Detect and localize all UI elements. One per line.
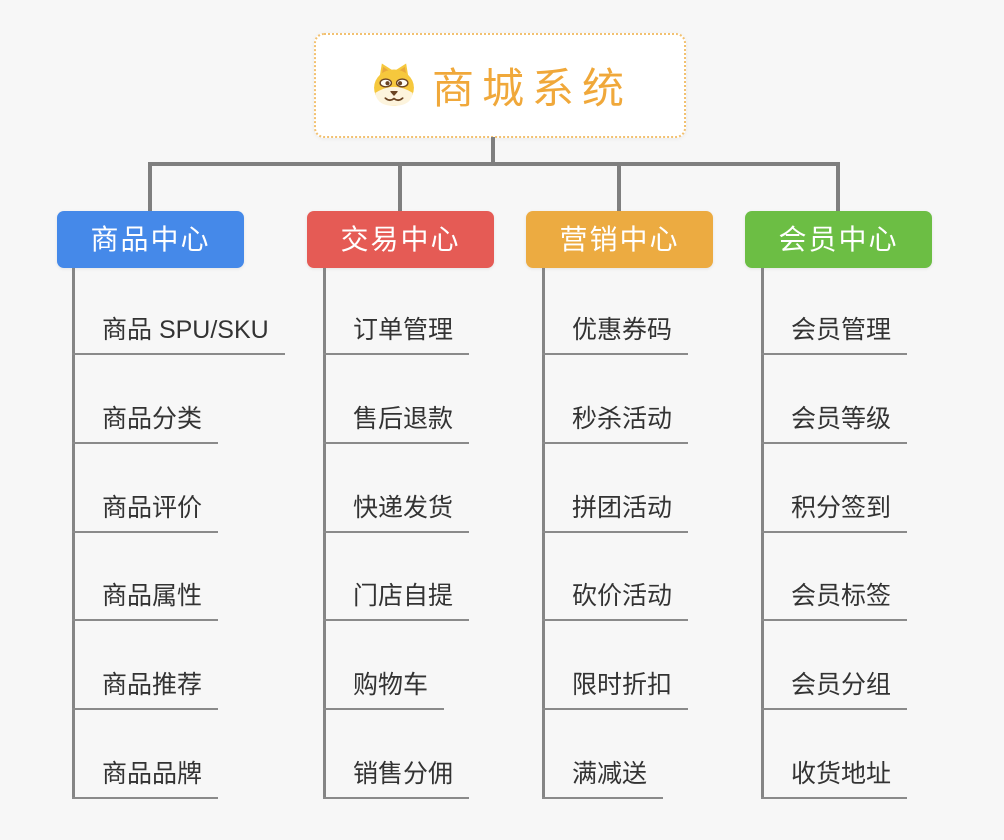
leaf-node[interactable]: 商品推荐 (72, 670, 219, 710)
leaf-node[interactable]: 积分签到 (761, 493, 908, 533)
root-node-mall-system[interactable]: 商城系统 (314, 33, 686, 138)
leaf-node[interactable]: 订单管理 (323, 315, 470, 355)
connector-drop-marketing (617, 164, 621, 211)
connector-column-product (72, 268, 75, 799)
leaf-node[interactable]: 商品 SPU/SKU (72, 315, 285, 355)
leaf-node[interactable]: 会员标签 (761, 581, 908, 621)
leaf-node[interactable]: 优惠券码 (542, 315, 689, 355)
leaf-node[interactable]: 会员等级 (761, 404, 908, 444)
leaf-node[interactable]: 会员管理 (761, 315, 908, 355)
connector-drop-product (148, 164, 152, 211)
branch-member-center[interactable]: 会员中心 (745, 211, 932, 268)
leaf-node[interactable]: 秒杀活动 (542, 404, 689, 444)
leaf-node[interactable]: 收货地址 (761, 759, 908, 799)
root-title: 商城系统 (431, 65, 632, 112)
leaf-node[interactable]: 会员分组 (761, 670, 908, 710)
connector-column-trade (323, 268, 326, 799)
connector-drop-trade (398, 164, 402, 211)
leaf-node[interactable]: 销售分佣 (323, 759, 470, 799)
connector-drop-member (836, 164, 840, 211)
leaf-node[interactable]: 商品品牌 (72, 759, 219, 799)
leaf-node[interactable]: 快递发货 (323, 493, 470, 533)
dog-face-icon (374, 62, 414, 106)
leaf-node[interactable]: 门店自提 (323, 581, 470, 621)
leaf-node[interactable]: 商品属性 (72, 581, 219, 621)
connector-column-member (761, 268, 764, 799)
connector-root-drop (491, 137, 495, 165)
leaf-node[interactable]: 满减送 (542, 759, 664, 799)
leaf-node[interactable]: 砍价活动 (542, 581, 689, 621)
leaf-node[interactable]: 限时折扣 (542, 670, 689, 710)
branch-product-center[interactable]: 商品中心 (57, 211, 244, 268)
leaf-node[interactable]: 商品评价 (72, 493, 219, 533)
branch-trade-center[interactable]: 交易中心 (307, 211, 494, 268)
leaf-node[interactable]: 售后退款 (323, 404, 470, 444)
connector-column-marketing (542, 268, 545, 799)
leaf-node[interactable]: 购物车 (323, 670, 445, 710)
connector-horizontal (148, 162, 840, 166)
leaf-node[interactable]: 拼团活动 (542, 493, 689, 533)
leaf-node[interactable]: 商品分类 (72, 404, 219, 444)
branch-marketing-center[interactable]: 营销中心 (526, 211, 713, 268)
